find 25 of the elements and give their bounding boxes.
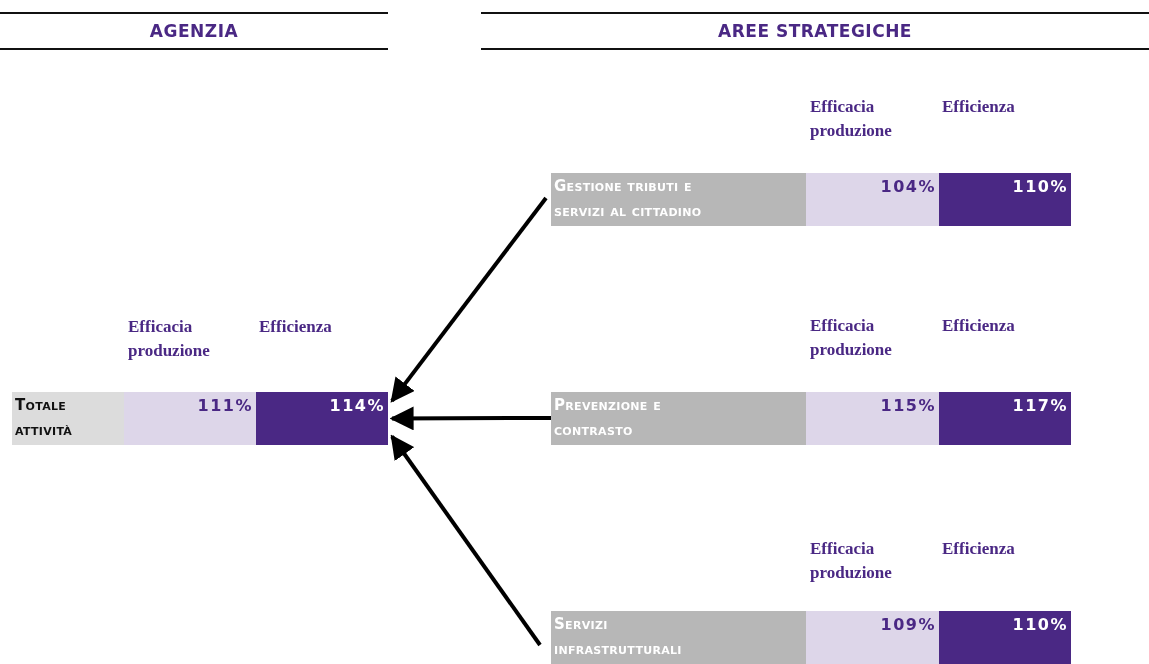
arrow — [389, 406, 551, 431]
column-header: Efficacia produzione — [810, 96, 893, 142]
section-heading: AREE STRATEGICHE — [481, 12, 1149, 50]
area-name-cell: Servizi infrastrutturali — [551, 611, 806, 664]
efficacy-value-cell: 111% — [124, 392, 256, 445]
column-header: Efficacia produzione — [810, 315, 893, 361]
arrow — [390, 196, 548, 403]
area-name-cell: Gestione tributi e servizi al cittadino — [551, 173, 806, 226]
column-header: Efficienza — [942, 538, 1016, 560]
efficiency-value-cell: 114% — [256, 392, 388, 445]
column-header: Efficacia produzione — [128, 316, 211, 362]
column-header: Efficienza — [942, 315, 1016, 337]
efficacy-value-cell: 109% — [806, 611, 939, 664]
efficiency-value-cell: 110% — [939, 173, 1071, 226]
efficacy-value-cell: 115% — [806, 392, 939, 445]
arrow — [390, 434, 542, 647]
column-header: Efficienza — [942, 96, 1016, 118]
area-name-cell: Prevenzione e contrasto — [551, 392, 806, 445]
column-header: Efficacia produzione — [810, 538, 893, 584]
efficiency-value-cell: 117% — [939, 392, 1071, 445]
area-name-cell: Totale attività — [12, 392, 124, 445]
column-header: Efficienza — [259, 316, 333, 338]
efficiency-value-cell: 110% — [939, 611, 1071, 664]
efficacy-value-cell: 104% — [806, 173, 939, 226]
section-heading: AGENZIA — [0, 12, 388, 50]
